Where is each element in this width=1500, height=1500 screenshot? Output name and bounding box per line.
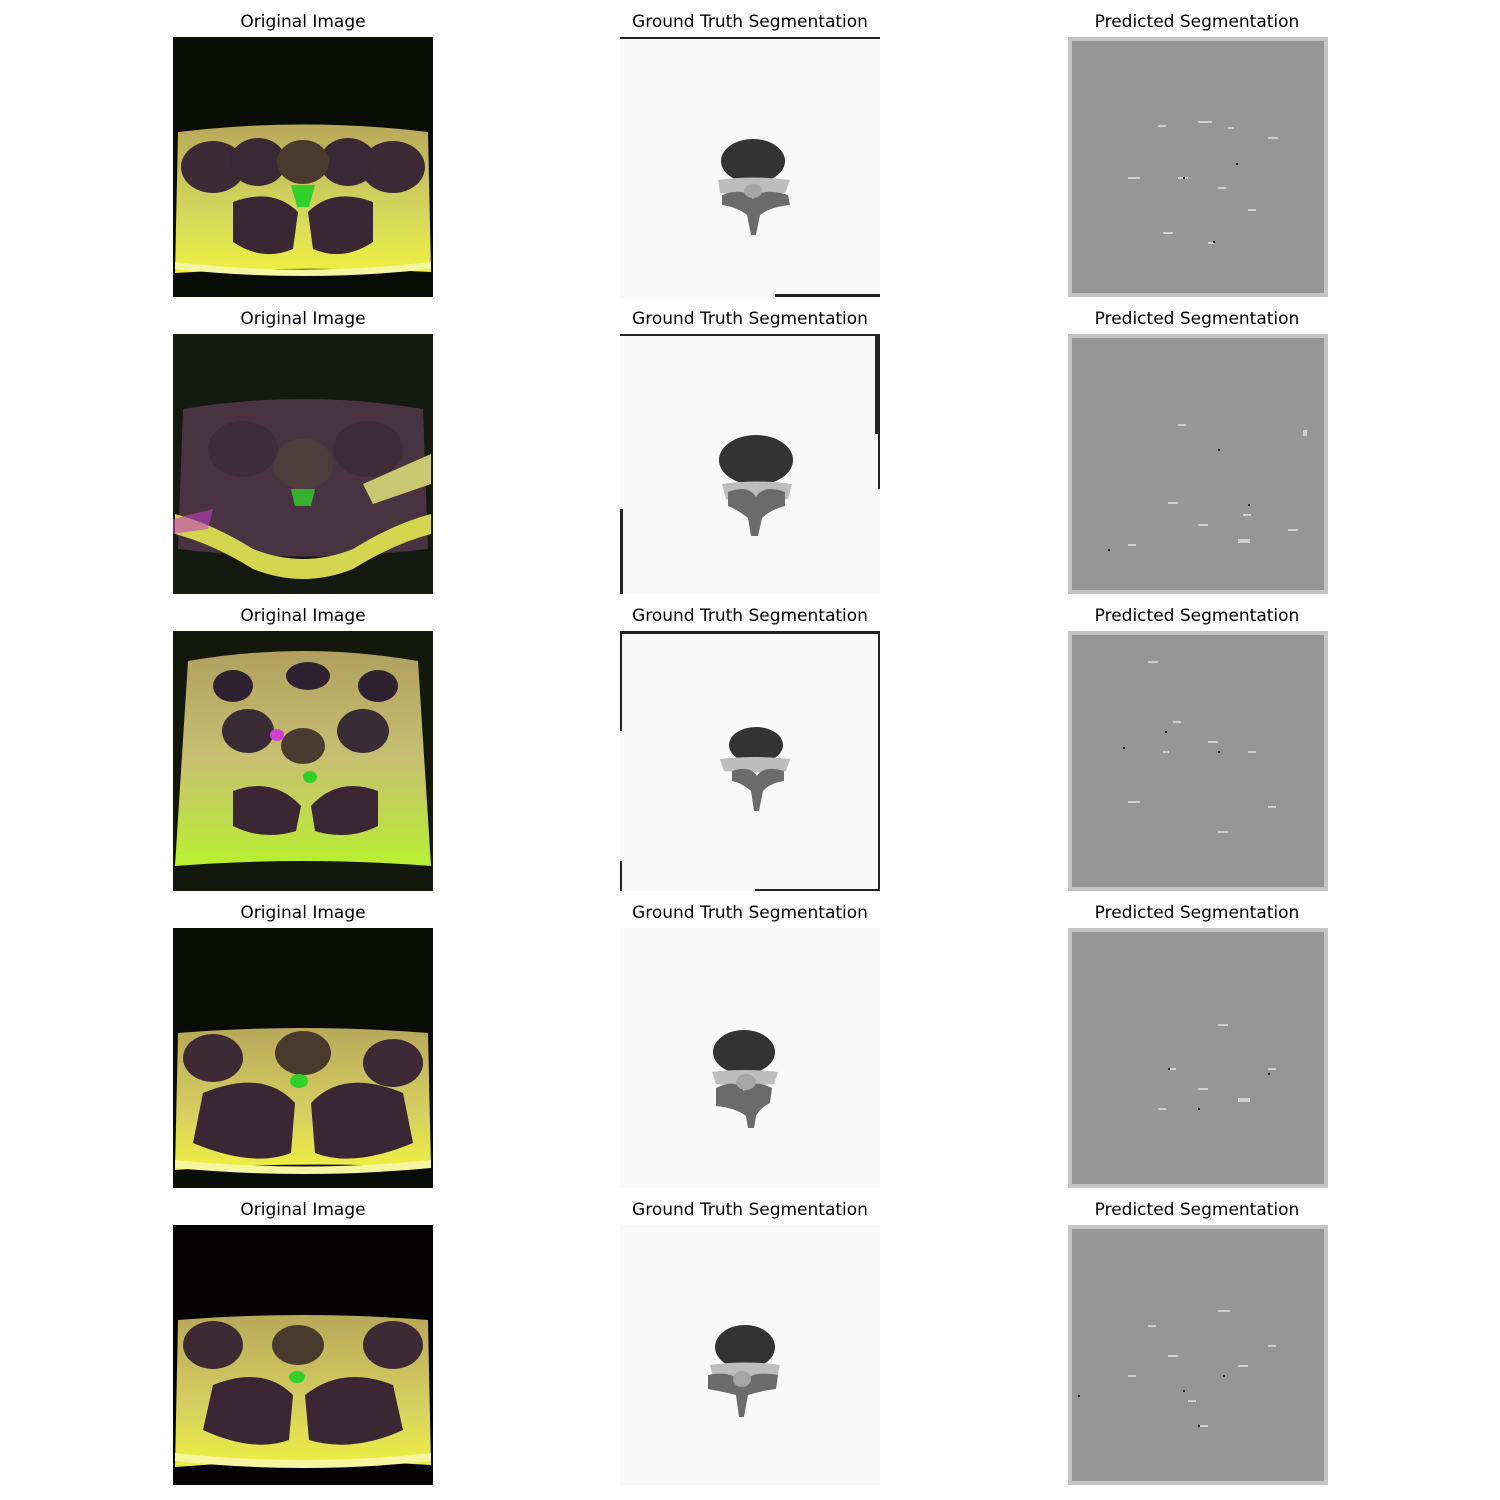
ground-truth-title-row-1: Ground Truth Segmentation [632,12,868,32]
ground-truth-mask-1 [620,37,880,297]
ground-truth-title-row-3: Ground Truth Segmentation [632,606,868,626]
original-mri-image-5 [173,1225,433,1485]
predicted-mask-3 [1068,631,1328,891]
original-mri-image-2 [173,334,433,594]
predicted-mask-1 [1068,37,1328,297]
predicted-mask-5 [1068,1225,1328,1485]
ground-truth-mask-4 [620,928,880,1188]
predicted-title-row-5: Predicted Segmentation [1094,1200,1300,1220]
predicted-mask-4 [1068,928,1328,1188]
ground-truth-mask-2 [620,334,880,594]
predicted-title-row-3: Predicted Segmentation [1094,606,1300,626]
original-mri-image-1 [173,37,433,297]
original-mri-image-4 [173,928,433,1188]
original-mri-image-3 [173,631,433,891]
predicted-title-row-4: Predicted Segmentation [1094,903,1300,923]
predicted-title-row-2: Predicted Segmentation [1094,309,1300,329]
original-image-title-row-3: Original Image [240,606,366,626]
ground-truth-title-row-2: Ground Truth Segmentation [632,309,868,329]
predicted-mask-2 [1068,334,1328,594]
original-image-title-row-2: Original Image [240,309,366,329]
predicted-title-row-1: Predicted Segmentation [1094,12,1300,32]
ground-truth-title-row-5: Ground Truth Segmentation [632,1200,868,1220]
original-image-title-row-4: Original Image [240,903,366,923]
ground-truth-title-row-4: Ground Truth Segmentation [632,903,868,923]
ground-truth-mask-3 [620,631,880,891]
ground-truth-mask-5 [620,1225,880,1485]
original-image-title-row-5: Original Image [240,1200,366,1220]
original-image-title-row-1: Original Image [240,12,366,32]
